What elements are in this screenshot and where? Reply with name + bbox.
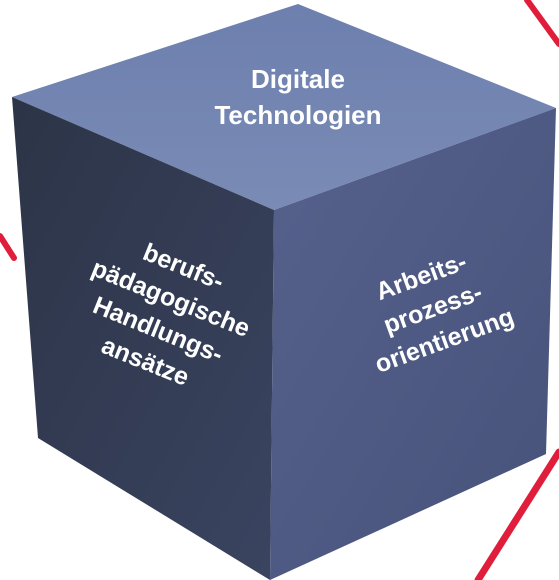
accent-line-top-right bbox=[524, 0, 559, 47]
cube-left-face bbox=[12, 97, 274, 580]
cube-right-face bbox=[270, 108, 556, 580]
top-face-label: Digitale Technologien bbox=[214, 64, 381, 130]
cube-top-face bbox=[12, 4, 556, 210]
accent-line-bottom-right bbox=[474, 448, 559, 580]
top-face-line-1: Digitale bbox=[251, 64, 345, 94]
accent-line-left bbox=[0, 233, 17, 261]
top-face-line-2: Technologien bbox=[214, 100, 381, 130]
